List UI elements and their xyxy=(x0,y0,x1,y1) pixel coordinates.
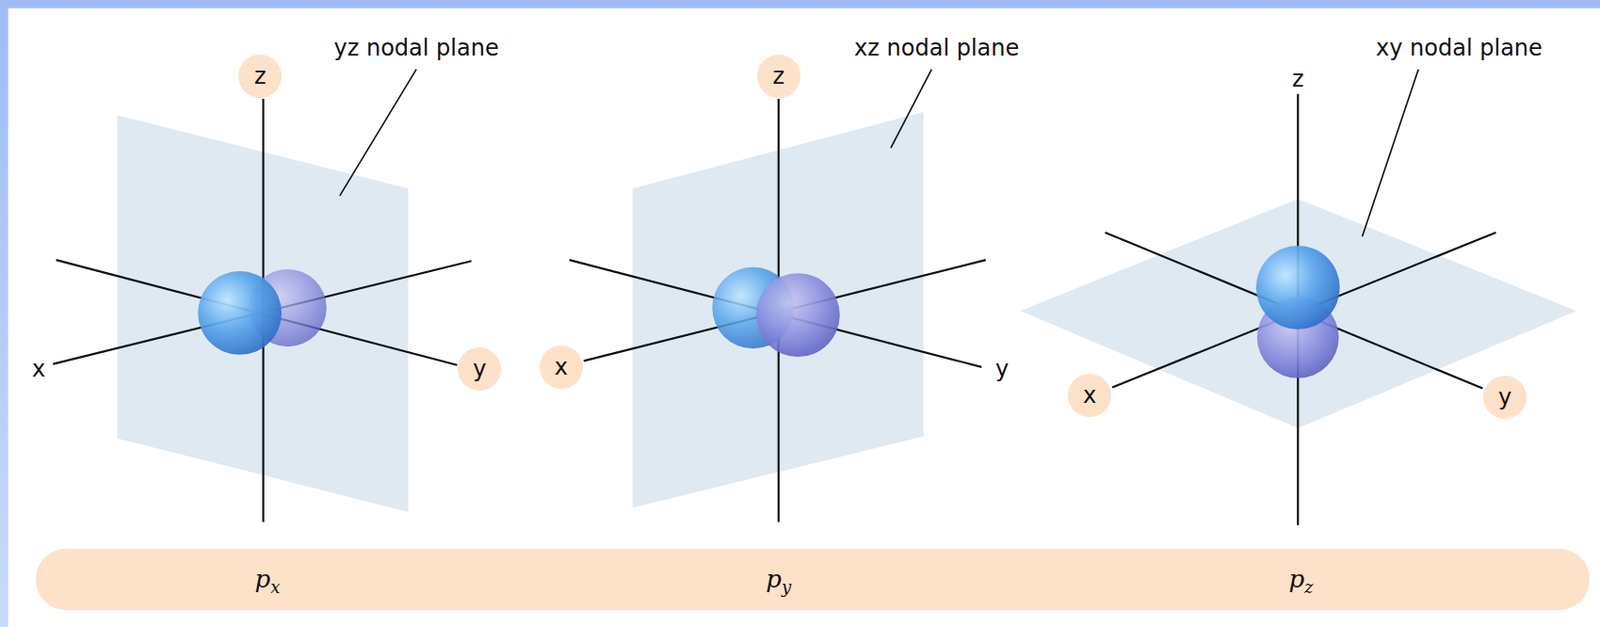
orbital-name: px xyxy=(254,565,280,594)
orbital-band: px py pz xyxy=(35,549,1590,611)
axis-label: x xyxy=(1082,384,1097,407)
plane-label: xy nodal plane xyxy=(1375,35,1543,61)
plane-label: yz nodal plane xyxy=(334,35,500,61)
orbital-name: pz xyxy=(1288,565,1313,594)
axis-badge: x xyxy=(539,345,583,389)
axis-label: x xyxy=(554,355,568,379)
axis-badge: z xyxy=(757,54,801,98)
axis-label: z xyxy=(1290,67,1307,91)
axis-label: x xyxy=(30,357,48,381)
orbital-name: py xyxy=(765,565,792,594)
axis-badge: y xyxy=(457,347,502,391)
axis-label: y xyxy=(1498,386,1512,409)
axis-label: y xyxy=(993,357,1011,381)
plane-label: xz nodal plane xyxy=(854,35,1019,61)
axis-label: z xyxy=(772,64,785,88)
axis-label: z xyxy=(254,64,267,88)
axis-label: y xyxy=(472,357,486,381)
